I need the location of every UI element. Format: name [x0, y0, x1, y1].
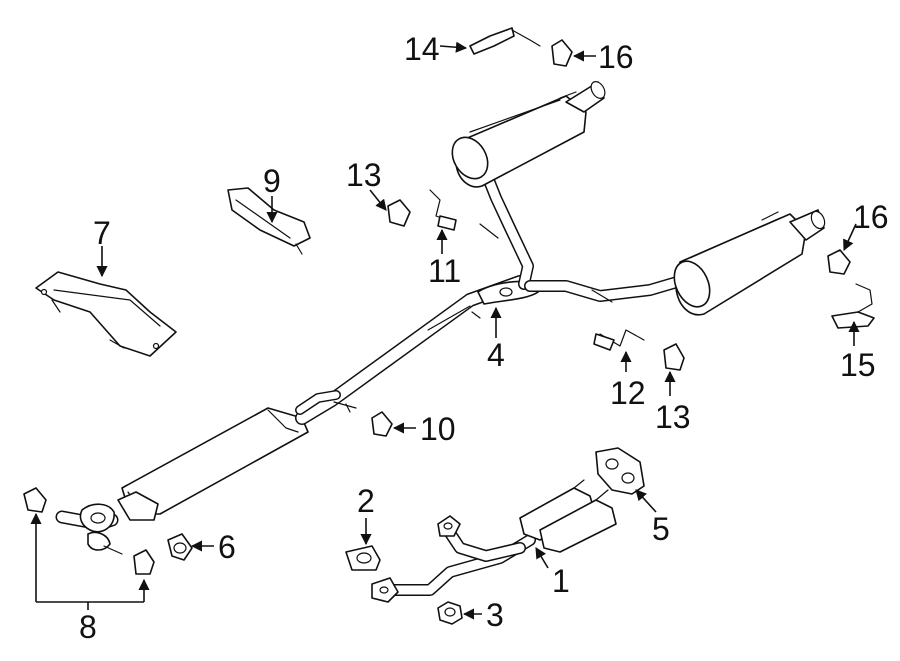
callout-3: 3: [486, 597, 504, 633]
callout-12: 12: [610, 375, 646, 411]
callout-7: 7: [93, 215, 111, 251]
insulator-part-8: [23, 487, 155, 575]
callout-16-right: 16: [853, 199, 889, 235]
grommet-part-6: [167, 533, 193, 561]
callout-13-lower: 13: [655, 399, 691, 435]
hanger-part-11: [429, 189, 457, 231]
callout-6: 6: [218, 529, 236, 565]
insulator-part-16b: [827, 249, 851, 275]
callout-11: 11: [428, 253, 461, 289]
gasket-part-5: [595, 447, 645, 495]
insulator-part-13a: [387, 199, 411, 227]
hanger-part-12: [593, 329, 645, 351]
bracket-part-14: [469, 27, 541, 55]
callout-15: 15: [840, 347, 876, 383]
leader-lines: [30, 41, 860, 620]
bracket-part-15: [831, 283, 875, 329]
insulator-part-13b: [663, 343, 685, 371]
callout-1: 1: [552, 563, 570, 599]
front-exhaust-pipe-part: [371, 479, 617, 603]
callout-14: 14: [404, 31, 440, 67]
gasket-part-2: [345, 545, 381, 571]
callout-4: 4: [487, 337, 505, 373]
callouts: 1 2 3 4 5 6 7 8 9 10 11 12 13 13 14 15 1…: [79, 31, 889, 645]
nut-part-3: [437, 601, 463, 625]
callout-5: 5: [652, 511, 670, 547]
callout-10: 10: [420, 411, 456, 447]
insulator-part-10: [371, 411, 393, 437]
insulator-part-16a: [551, 39, 573, 67]
callout-9: 9: [263, 163, 281, 199]
callout-13-upper: 13: [346, 157, 382, 193]
exhaust-pipe-assembly: [55, 81, 826, 555]
heat-shield-part-7: [35, 271, 177, 357]
callout-16-upper: 16: [598, 39, 634, 75]
callout-8: 8: [79, 609, 97, 645]
callout-2: 2: [357, 483, 375, 519]
